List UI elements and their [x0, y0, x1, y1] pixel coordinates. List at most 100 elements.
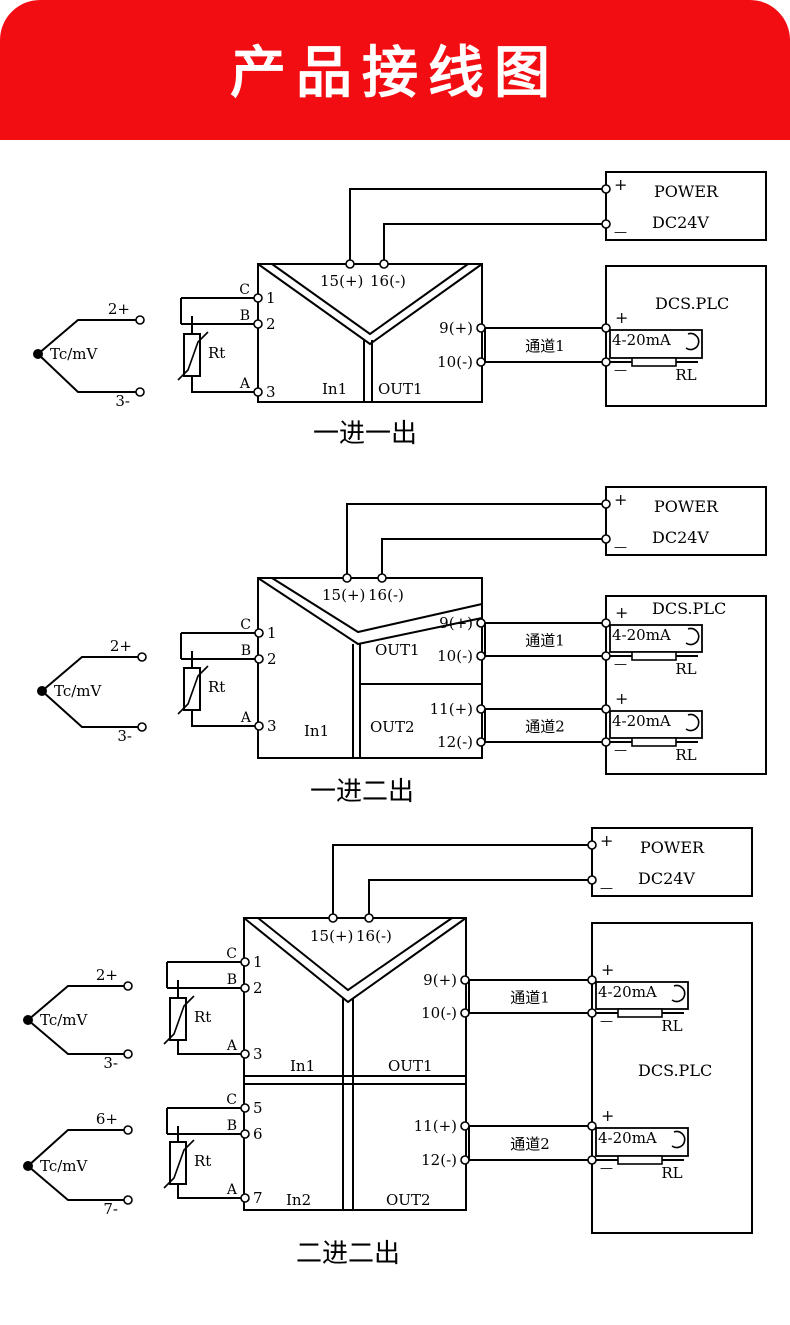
power-terminal-label: 15(+)	[320, 272, 363, 290]
pin-number: 3	[253, 1045, 263, 1063]
input-section-label: In2	[286, 1191, 311, 1209]
power-minus-label: —	[600, 881, 613, 896]
dcs-title: DCS.PLC	[638, 1061, 712, 1080]
output-terminal-label: 12(-)	[421, 1151, 457, 1169]
output-section-label: OUT1	[388, 1057, 433, 1075]
module-v-line-inner	[271, 577, 483, 634]
thermocouple-terminal-minus	[137, 722, 147, 732]
input-terminal-3	[240, 1049, 250, 1059]
thermocouple-plus-label: 2+	[108, 300, 130, 318]
rtd-resistor	[169, 997, 187, 1041]
output-section-label: OUT2	[386, 1191, 431, 1209]
module-v-line-outer	[243, 917, 467, 1004]
output-terminal-label: 9(+)	[439, 614, 473, 632]
channel-label: 通道2	[525, 718, 565, 736]
pin-letter: B	[227, 1118, 237, 1134]
power-minus-label: —	[614, 225, 627, 240]
current-signal-label: 4-20mA	[612, 712, 671, 730]
thermocouple-wire-minus	[37, 353, 136, 393]
input-terminal-1	[254, 628, 264, 638]
module-box	[257, 263, 483, 403]
thermocouple-terminal-minus	[123, 1049, 133, 1059]
output-terminal-label: 12(-)	[437, 733, 473, 751]
sensor-label: Tc/mV	[40, 1011, 89, 1029]
dcs-minus-label: —	[600, 1014, 613, 1029]
dcs-box	[605, 595, 767, 775]
power-name-label: POWER	[640, 838, 705, 857]
rtd-thermistor-slash	[177, 665, 209, 715]
dcs-minus-label: —	[614, 743, 627, 758]
dcs-box	[591, 922, 753, 1234]
output-terminal-label: 11(+)	[430, 700, 473, 718]
loop-arrow-icon	[685, 627, 700, 646]
load-label: RL	[675, 366, 696, 384]
output-terminal-pos	[460, 975, 470, 985]
dcs-plus-label: +	[615, 689, 628, 708]
output-terminal-pos	[460, 1121, 470, 1131]
loop-arrow-icon	[671, 984, 686, 1003]
pin-letter: A	[226, 1182, 238, 1198]
power-terminal-plus	[587, 840, 597, 850]
rtd-label: Rt	[208, 678, 225, 696]
rtd-wire-a	[177, 1040, 241, 1055]
power-input-terminal-15	[345, 259, 355, 269]
rtd-resistor	[183, 667, 201, 711]
power-terminal-label: 16(-)	[370, 272, 406, 290]
dcs-terminal-pos	[601, 618, 611, 628]
power-terminal-minus	[601, 219, 611, 229]
dcs-title: DCS.PLC	[655, 294, 729, 313]
output-terminal-neg	[476, 651, 486, 661]
pin-letter: A	[226, 1038, 238, 1054]
module-v-line-outer	[257, 263, 483, 346]
load-resistor	[631, 651, 677, 661]
input-section-label: In1	[322, 380, 347, 398]
channel-label: 通道1	[510, 989, 550, 1007]
output-section-label: OUT1	[375, 641, 420, 659]
sensor-label: Tc/mV	[54, 682, 103, 700]
power-terminal-plus	[601, 184, 611, 194]
sensor-label: Tc/mV	[50, 345, 99, 363]
dcs-terminal-pos	[587, 975, 597, 985]
thermocouple-plus-label: 6+	[96, 1110, 118, 1128]
power-supply-box	[605, 486, 767, 556]
pin-letter: B	[240, 308, 250, 324]
dcs-terminal-neg	[601, 737, 611, 747]
dcs-plus-label: +	[601, 960, 614, 979]
thermocouple-terminal-minus	[123, 1195, 133, 1205]
rtd-resistor	[169, 1141, 187, 1185]
output-section-label: OUT2	[370, 718, 415, 736]
dcs-terminal-neg	[587, 1008, 597, 1018]
thermocouple-wire-plus	[37, 319, 136, 355]
rtd-wire-a	[191, 376, 254, 393]
thermocouple-plus-label: 2+	[110, 637, 132, 655]
title-banner: 产品接线图	[0, 0, 790, 140]
power-voltage-label: DC24V	[652, 528, 709, 547]
module-v-line-inner	[271, 263, 469, 336]
rtd-thermistor-slash	[163, 1139, 195, 1189]
load-label: RL	[661, 1164, 682, 1182]
current-signal-label: 4-20mA	[598, 1129, 657, 1147]
rtd-wire-a	[191, 710, 255, 727]
rtd-thermistor-slash	[177, 331, 209, 381]
input-terminal-2	[240, 983, 250, 993]
dcs-terminal-pos	[587, 1121, 597, 1131]
power-input-terminal-16	[364, 913, 374, 923]
pin-letter: B	[227, 972, 237, 988]
current-signal-label: 4-20mA	[612, 331, 671, 349]
power-plus-label: +	[614, 490, 627, 509]
power-supply-box	[605, 171, 767, 241]
thermocouple-terminal-plus	[135, 315, 145, 325]
pin-number: 5	[253, 1099, 263, 1117]
thermocouple-wire-plus	[27, 985, 124, 1021]
power-terminal-minus	[587, 875, 597, 885]
dcs-terminal-pos	[601, 323, 611, 333]
dcs-terminal-neg	[587, 1155, 597, 1165]
channel-label: 通道1	[525, 632, 565, 650]
channel-label: 通道1	[525, 337, 565, 355]
power-wire-plus	[332, 844, 588, 918]
pin-number: 3	[267, 717, 277, 735]
output-section-label: OUT1	[378, 380, 423, 398]
power-wire-minus	[383, 223, 602, 264]
pin-number: 1	[267, 624, 277, 642]
